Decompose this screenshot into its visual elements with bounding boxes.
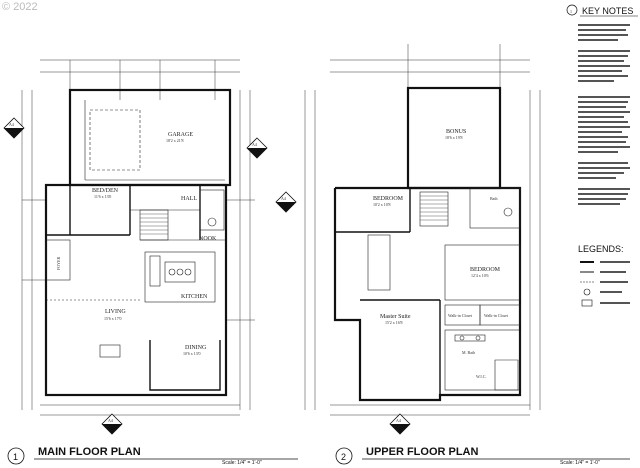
section-marker-left: A4 (3, 117, 25, 139)
main-floor-plan-scale: Scale: 1/4" = 1'-0" (222, 460, 262, 466)
section-marker-bottom: A4 (101, 413, 123, 435)
svg-text:A4: A4 (108, 418, 113, 423)
plan-number-1: 1 (13, 452, 18, 462)
room-kitchen: KITCHEN (181, 294, 208, 300)
key-notes-text-block (578, 24, 630, 205)
svg-text:A4: A4 (9, 122, 14, 127)
svg-text:A4: A4 (396, 418, 401, 423)
plan-number-2: 2 (341, 452, 346, 462)
key-notes-marker: 1 (570, 9, 572, 14)
upper-floor-plan-scale: Scale: 1/4" = 1'-0" (560, 460, 600, 466)
legends-header: LEGENDS: (578, 244, 624, 254)
room-walkin-1: Walk-in Closet (448, 313, 473, 318)
section-marker-upper-bottom: A4 (389, 413, 411, 435)
room-living: LIVING (105, 309, 126, 315)
room-master-bath: M. Bath (462, 350, 475, 355)
room-garage: GARAGE (168, 132, 193, 138)
legend-items (580, 261, 630, 307)
svg-text:15'2 x 16'8: 15'2 x 16'8 (385, 320, 402, 325)
plan-number-circle-2 (335, 447, 353, 465)
upper-floor-plan: BONUS 18'6 x 19'8 BEDROOM 10'2 x 10'8 Ba… (275, 44, 630, 466)
svg-text:10'2 x 10'8: 10'2 x 10'8 (373, 202, 390, 207)
room-hall: HALL (181, 196, 197, 202)
svg-text:11'6 x 13'0: 11'6 x 13'0 (94, 194, 111, 199)
svg-text:A4: A4 (281, 196, 286, 201)
svg-text:10'6 x 13'0: 10'6 x 13'0 (183, 351, 200, 356)
plan-number-circle-1 (7, 447, 25, 465)
room-walkin-2: Walk-in Closet (484, 313, 509, 318)
copyright-watermark: © 2022 (2, 1, 38, 13)
svg-text:18'2 x 21'8: 18'2 x 21'8 (166, 138, 183, 143)
upper-floor-plan-title: UPPER FLOOR PLAN (366, 446, 479, 458)
main-floor-plan: GARAGE 18'2 x 21'8 FOYER (3, 59, 298, 466)
room-foyer: FOYER (56, 257, 61, 270)
svg-text:12'4 x 10'6: 12'4 x 10'6 (471, 273, 488, 278)
svg-text:18'6 x 19'8: 18'6 x 19'8 (445, 135, 462, 140)
room-dining: DINING (185, 345, 207, 351)
room-bonus: BONUS (446, 129, 466, 135)
svg-text:15'6 x 17'0: 15'6 x 17'0 (104, 316, 121, 321)
room-bedroom-2: BEDROOM (470, 267, 501, 273)
room-wic: W.I.C. (476, 374, 486, 379)
key-notes-header: KEY NOTES (582, 6, 633, 16)
main-floor-plan-title: MAIN FLOOR PLAN (38, 446, 141, 458)
room-bedden: BED/DEN (92, 188, 119, 194)
svg-text:A4: A4 (252, 142, 257, 147)
section-marker-right: A4 (246, 137, 268, 159)
room-bedroom-1: BEDROOM (373, 196, 404, 202)
room-nook: NOOK (199, 236, 217, 242)
room-master-suite: Master Suite (380, 314, 411, 320)
key-notes-panel: 1 KEY NOTES LEGENDS: (566, 4, 638, 307)
room-bath: Bath (490, 196, 498, 201)
section-marker-upper-left: A4 (275, 191, 297, 213)
